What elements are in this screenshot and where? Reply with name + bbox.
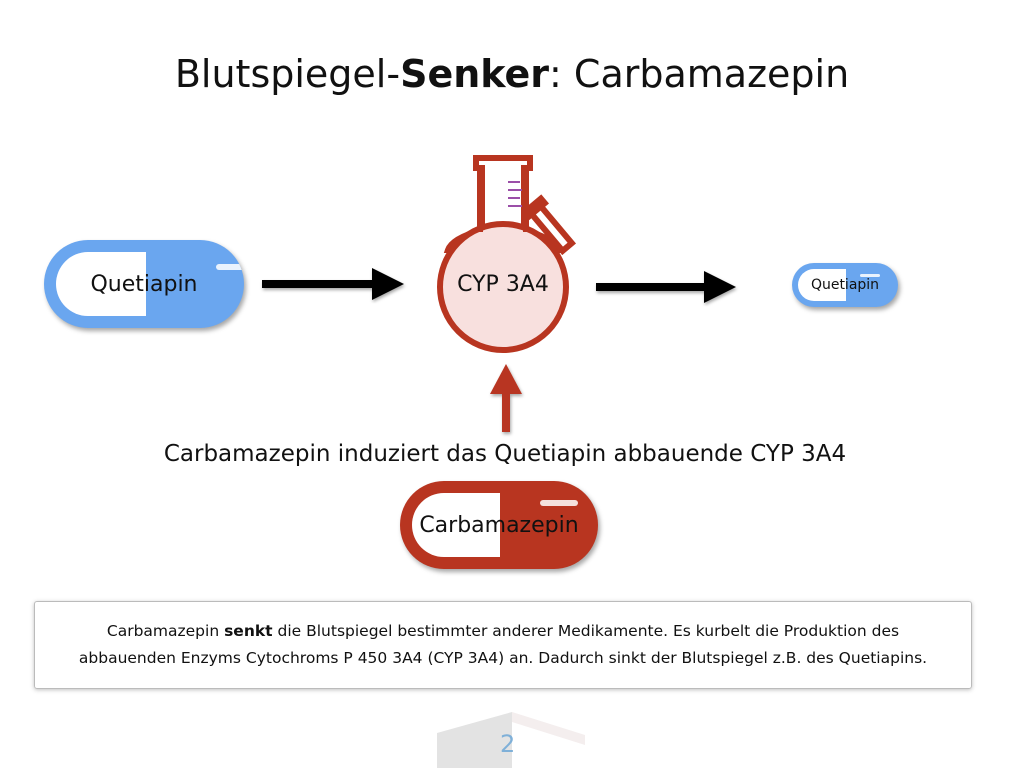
flask-icon xyxy=(437,155,577,353)
slide-title: Blutspiegel-Senker: Carbamazepin xyxy=(0,52,1024,96)
arrow-right-1 xyxy=(262,268,404,300)
info-bold: senkt xyxy=(224,622,273,640)
title-bold: Senker xyxy=(400,52,550,96)
arrow-up-red xyxy=(490,364,522,432)
enzyme-label: CYP 3A4 xyxy=(457,272,549,297)
flask-graduation-marks xyxy=(508,181,522,207)
arrow-right-2 xyxy=(596,271,736,303)
pill-label: Carbamazepin xyxy=(419,512,579,538)
info-text-2: die Blutspiegel bestimmter anderer Medik… xyxy=(78,622,928,667)
info-text-1: Carbamazepin xyxy=(106,622,225,640)
title-prefix: Blutspiegel- xyxy=(174,52,401,96)
title-suffix: : Carbamazepin xyxy=(549,52,850,96)
info-box: Carbamazepin senkt die Blutspiegel besti… xyxy=(34,601,972,689)
pill-label: Quetiapin xyxy=(90,271,198,297)
pill-label: Quetiapin xyxy=(810,277,880,293)
caption: Carbamazepin induziert das Quetiapin abb… xyxy=(163,441,847,467)
carbamazepin-pill: Carbamazepin xyxy=(400,481,598,569)
quetiapin-pill-large: Quetiapin xyxy=(44,240,244,328)
quetiapin-pill-small: Quetiapin xyxy=(792,263,898,307)
page-corner-decoration xyxy=(437,712,585,768)
page-number: 2 xyxy=(500,730,516,758)
